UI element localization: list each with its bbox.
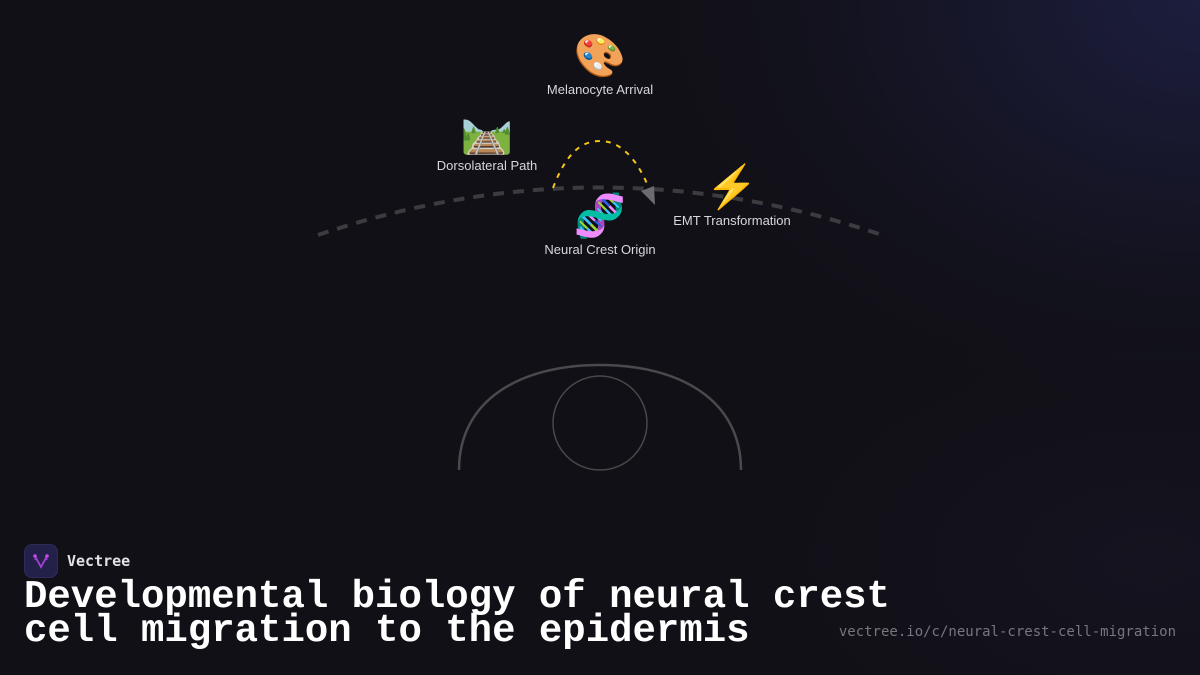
- node-label: Dorsolateral Path: [436, 158, 538, 173]
- railway-track-icon: 🛤️: [460, 108, 514, 155]
- migration-arrow: [552, 139, 649, 189]
- node-emt-transformation[interactable]: ⚡ EMT Transformation: [673, 163, 791, 228]
- node-label: Neural Crest Origin: [544, 242, 656, 257]
- title-line-1: Developmental biology of neural crest: [24, 575, 890, 619]
- page-url-link[interactable]: vectree.io/c/neural-crest-cell-migration: [838, 624, 1176, 640]
- node-neural-crest-origin[interactable]: 🧬 Neural Crest Origin: [544, 192, 655, 257]
- brand: Vectree: [24, 544, 130, 578]
- node-melanocyte-arrival[interactable]: 🎨 Melanocyte Arrival: [547, 32, 653, 97]
- title-line-2: cell migration to the epidermis: [24, 609, 750, 653]
- vectree-logo-icon: [24, 544, 58, 578]
- page-title: Developmental biology of neural crest ce…: [24, 578, 890, 651]
- node-label: Melanocyte Arrival: [546, 82, 654, 97]
- node-label: EMT Transformation: [673, 213, 791, 228]
- node-dorsolateral-path[interactable]: 🛤️ Dorsolateral Path: [437, 108, 537, 173]
- neural-tube-circle: [552, 375, 648, 471]
- orbit-path: [317, 185, 883, 237]
- dna-icon: 🧬: [573, 192, 627, 239]
- arrowhead-icon: [641, 186, 655, 205]
- lightning-icon: ⚡: [705, 163, 759, 210]
- brand-name: Vectree: [67, 552, 131, 570]
- embryo-outline: [457, 363, 743, 471]
- palette-icon: 🎨: [573, 32, 627, 79]
